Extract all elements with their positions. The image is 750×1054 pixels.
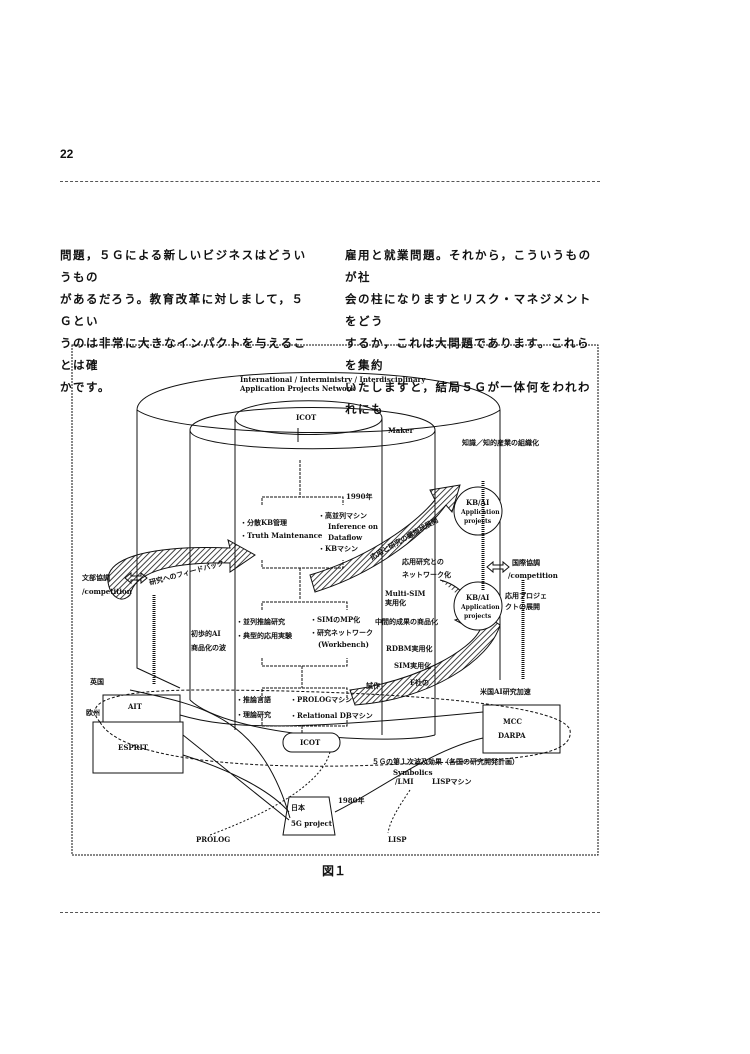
label: DARPA bbox=[498, 731, 526, 740]
label: 1980年 bbox=[338, 796, 364, 805]
label: Application bbox=[460, 509, 500, 516]
label: ５Ｇの第１次波及効果（各国の研究開発計画） bbox=[372, 757, 519, 766]
label: KB/AI bbox=[466, 593, 489, 602]
label: ICOT bbox=[300, 738, 321, 747]
label: KB/AI bbox=[466, 498, 489, 507]
label: 中間的成果の商品化 bbox=[375, 617, 438, 626]
right-column: 雇用と就業問題。それから，こういうものが社 会の柱になりますとリスク・マネジメン… bbox=[345, 244, 600, 420]
label: Inference on bbox=[328, 522, 378, 531]
icot-cylinder bbox=[234, 400, 383, 735]
text-line: 問題，５Ｇによる新しいビジネスはどういうもの bbox=[60, 248, 307, 284]
label: 国際協調 bbox=[512, 558, 540, 567]
text-line: 会の柱になりますとリスク・マネジメントをどう bbox=[345, 292, 592, 328]
label: SIM実用化 bbox=[394, 661, 431, 670]
icot-label: ICOT bbox=[296, 413, 317, 422]
coop-arrow-left bbox=[124, 571, 148, 585]
label: ESPRIT bbox=[118, 743, 149, 752]
label: 日本 bbox=[291, 803, 305, 812]
label: F社の bbox=[410, 678, 429, 687]
label: 英国 bbox=[89, 677, 104, 686]
label: 商品化の波 bbox=[191, 643, 227, 652]
page-number: 22 bbox=[60, 147, 74, 161]
kbai-circle-1 bbox=[453, 486, 503, 536]
icot-pill bbox=[282, 732, 341, 753]
label: ・並列推論研究 bbox=[236, 617, 285, 626]
label: 実用化 bbox=[385, 598, 406, 607]
label: /LMI bbox=[395, 777, 414, 786]
text-line: うのは非常に大きなインパクトを与えることは確 bbox=[60, 336, 307, 372]
label: ・理論研究 bbox=[236, 710, 271, 719]
label: ・研究ネットワーク bbox=[310, 628, 373, 637]
label: projects bbox=[464, 518, 492, 525]
label: クトの展開 bbox=[505, 602, 540, 611]
text-line: 雇用と就業問題。それから，こういうものが社 bbox=[345, 248, 592, 284]
japan-5g-trapezoid bbox=[282, 796, 336, 836]
network-cylinder bbox=[136, 372, 501, 689]
figure-frame bbox=[71, 344, 599, 856]
label: 応用と研究の螺旋状展開 bbox=[369, 515, 440, 561]
label: ・SIMのMP化 bbox=[310, 615, 360, 624]
label: LISP bbox=[388, 835, 407, 844]
label: MCC bbox=[503, 717, 522, 726]
mcc-darpa-box bbox=[482, 704, 561, 754]
kbai-circle-2 bbox=[453, 581, 503, 631]
label: 知識／知的産業の組織化 bbox=[461, 438, 539, 447]
label: /competition bbox=[508, 571, 558, 580]
label: ・推論言語 bbox=[236, 695, 271, 704]
ripple-ellipse bbox=[94, 689, 571, 767]
label: /competition bbox=[82, 587, 132, 596]
figure-caption: 図１ bbox=[322, 864, 347, 878]
label: ・高並列マシン bbox=[318, 511, 367, 520]
label: 応用プロジェ bbox=[505, 591, 547, 600]
label: LISPマシン bbox=[432, 777, 472, 786]
label: Multi-SIM bbox=[385, 589, 426, 598]
label: ・KBマシン bbox=[318, 544, 358, 553]
label: 初歩的AI bbox=[191, 629, 221, 638]
label: ネットワーク化 bbox=[402, 570, 451, 579]
text-line: するか，これは大問題であります。これらを集約 bbox=[345, 336, 591, 372]
label: Dataflow bbox=[328, 533, 363, 542]
spiral-arrow-upper bbox=[309, 484, 461, 593]
coop-arrow-right bbox=[486, 560, 510, 574]
label: RDBM実用化 bbox=[386, 644, 433, 653]
label: ・PROLOGマシン bbox=[290, 695, 352, 704]
network-title: International / Interministry / Interdis… bbox=[240, 375, 426, 384]
year-label: 1990年 bbox=[346, 492, 372, 501]
bottom-rule bbox=[60, 912, 600, 913]
label: Symbolics bbox=[393, 768, 433, 777]
label: 試作 bbox=[366, 681, 380, 690]
text-line: があるだろう。教育改革に対しまして，５Ｇとい bbox=[60, 292, 305, 328]
label: ・分散KB管理 bbox=[240, 518, 287, 527]
label: ・Relational DBマシン bbox=[290, 711, 373, 720]
network-title: Application Projects Network bbox=[239, 384, 355, 393]
label: 欧州 bbox=[86, 708, 100, 717]
label: 5G project bbox=[291, 819, 333, 828]
label: (Workbench) bbox=[318, 640, 369, 649]
left-column: 問題，５Ｇによる新しいビジネスはどういうもの があるだろう。教育改革に対しまして… bbox=[60, 244, 315, 398]
top-rule bbox=[60, 181, 600, 182]
esprit-box bbox=[92, 721, 184, 774]
label: projects bbox=[464, 613, 492, 620]
label: 米国AI研究加速 bbox=[479, 687, 531, 696]
label: 文部協調 bbox=[82, 573, 110, 582]
label: ・典型的応用実験 bbox=[236, 631, 293, 640]
feedback-arrow bbox=[107, 539, 256, 600]
label: Application bbox=[460, 604, 500, 611]
label: 応用研究との bbox=[402, 557, 444, 566]
label: PROLOG bbox=[196, 835, 230, 844]
label: AIT bbox=[127, 702, 143, 711]
maker-label: Maker bbox=[388, 426, 414, 435]
label: ・Truth Maintenance bbox=[240, 531, 323, 540]
